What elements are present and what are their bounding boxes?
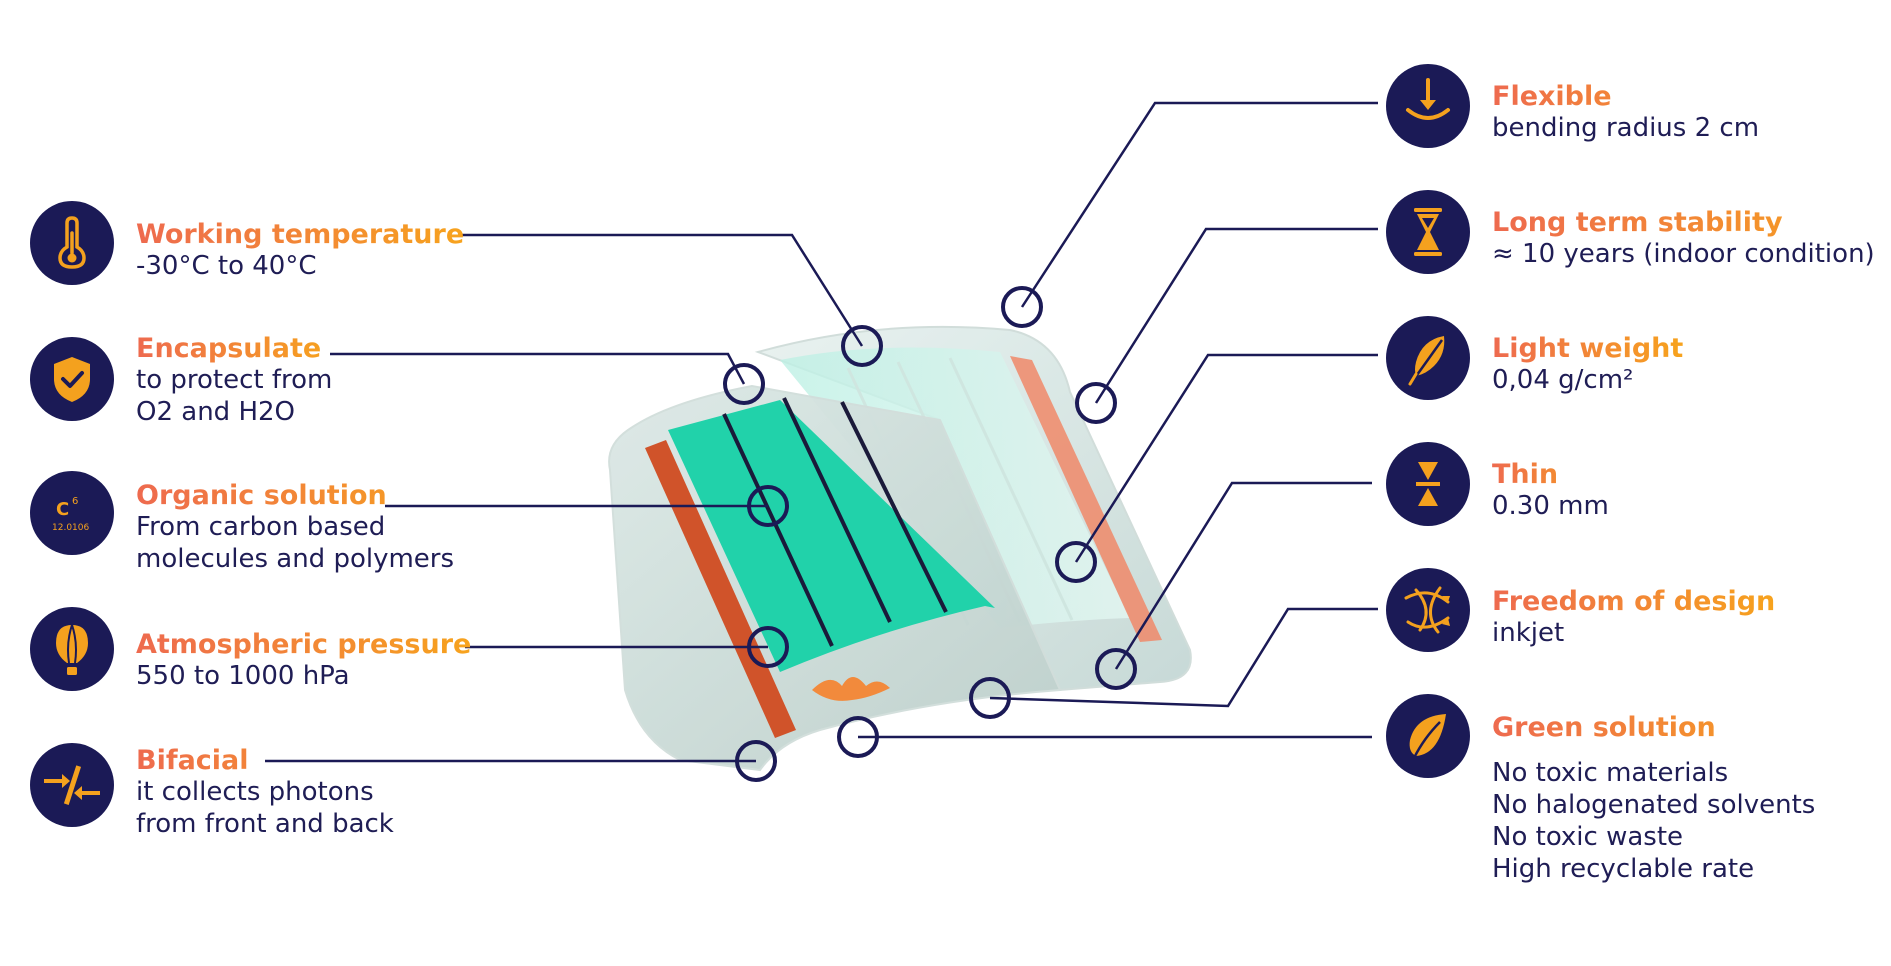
rear-contact-strip xyxy=(1010,356,1162,642)
feature-line: to protect from xyxy=(136,365,333,395)
feature-title: Thin xyxy=(1492,460,1609,490)
feature-description: ≈ 10 years (indoor condition) xyxy=(1492,238,1875,270)
feather-icon xyxy=(1386,316,1470,400)
feature-title: Working temperature xyxy=(136,219,465,250)
leaf-icon xyxy=(1386,694,1470,778)
feature-title: Long term stability xyxy=(1492,208,1875,238)
feature-title: Green solution xyxy=(1492,713,1815,743)
feature-line: -30°C to 40°C xyxy=(136,251,317,281)
shield-check-icon xyxy=(30,337,114,421)
feature-description: it collects photons from front and back xyxy=(136,776,394,840)
feature-description: From carbon based molecules and polymers xyxy=(136,511,454,575)
feature-title: Light weight xyxy=(1492,333,1684,364)
feature-line: 0.30 mm xyxy=(1492,491,1609,521)
callout-markers xyxy=(723,286,1137,782)
thermometer-icon xyxy=(30,201,114,285)
feature-line: No halogenated solvents xyxy=(1492,790,1816,820)
feature-line: High recyclable rate xyxy=(1492,854,1755,884)
element-number: 6 xyxy=(72,496,78,507)
feature-title: Organic solution xyxy=(136,481,454,511)
thin-arrows-icon xyxy=(1386,442,1470,526)
element-symbol: C xyxy=(56,499,69,520)
carbon-element-icon: C 6 12.0106 xyxy=(30,471,114,555)
feature-description: No toxic materials No halogenated solven… xyxy=(1492,757,1815,885)
manufacturer-logo xyxy=(812,677,890,701)
feature-line: No toxic waste xyxy=(1492,822,1684,852)
feature-line: ≈ 10 years (indoor condition) xyxy=(1492,239,1875,269)
feature-line: bending radius 2 cm xyxy=(1492,113,1760,143)
feature-title: Bifacial xyxy=(136,746,394,776)
callout-lines xyxy=(265,101,1378,763)
bifacial-arrows-icon xyxy=(30,743,114,827)
feature-line: 550 to 1000 hPa xyxy=(136,661,350,691)
feature-description: 0,04 g/cm² xyxy=(1492,364,1683,396)
feature-description: -30°C to 40°C xyxy=(136,250,464,282)
feature-line: inkjet xyxy=(1492,618,1565,648)
feature-line: 0,04 g/cm² xyxy=(1492,365,1634,395)
feature-title: Freedom of design xyxy=(1492,586,1776,617)
feature-line: from front and back xyxy=(136,809,394,839)
feature-line: molecules and polymers xyxy=(136,544,455,574)
feature-title: Flexible xyxy=(1492,82,1759,112)
bending-arrow-icon xyxy=(1386,64,1470,148)
feature-line: O2 and H2O xyxy=(136,397,296,427)
design-arrows-icon xyxy=(1386,568,1470,652)
feature-description: bending radius 2 cm xyxy=(1492,112,1759,144)
hourglass-icon xyxy=(1386,190,1470,274)
feature-description: 550 to 1000 hPa xyxy=(136,660,471,692)
feature-line: it collects photons xyxy=(136,777,374,807)
element-mass: 12.0106 xyxy=(52,523,89,533)
feature-line: No toxic materials xyxy=(1492,758,1729,788)
hot-air-balloon-icon xyxy=(30,607,114,691)
feature-description: 0.30 mm xyxy=(1492,490,1609,522)
feature-title: Encapsulate xyxy=(136,334,332,364)
feature-line: From carbon based xyxy=(136,512,386,542)
feature-title: Atmospheric pressure xyxy=(136,629,472,660)
feature-description: to protect from O2 and H2O xyxy=(136,364,332,428)
feature-description: inkjet xyxy=(1492,617,1775,649)
